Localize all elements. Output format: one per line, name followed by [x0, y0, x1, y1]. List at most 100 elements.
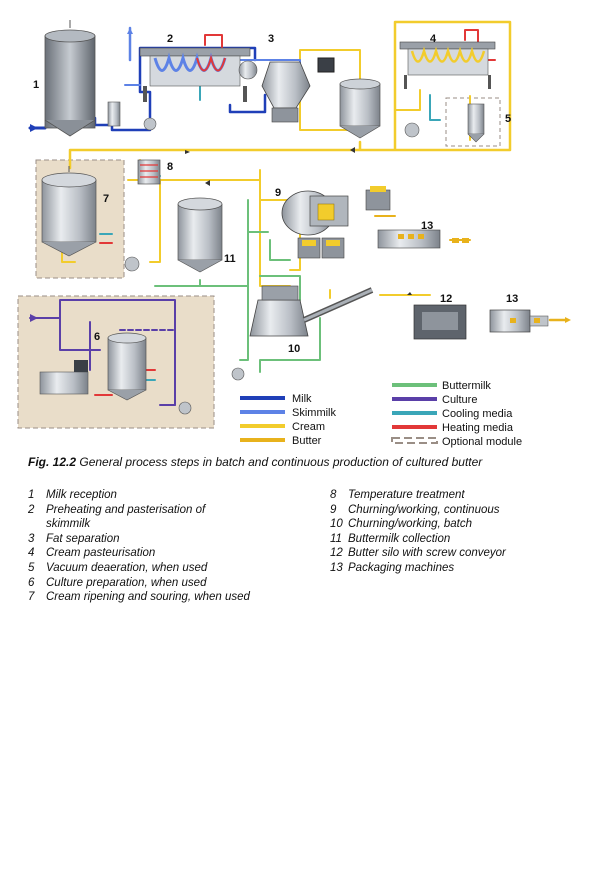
- legend-item-butter: Butter: [240, 435, 322, 447]
- step-number: 4: [28, 547, 35, 560]
- label-11: 11: [224, 253, 236, 265]
- step-number: 9: [330, 503, 337, 516]
- label-1: 1: [33, 79, 39, 91]
- legend-item-optional-module: Optional module: [391, 436, 522, 448]
- packaging-machine-lower: [489, 309, 549, 333]
- temperature-treatment-unit: [137, 159, 161, 185]
- step-text: Temperature treatment: [348, 489, 465, 501]
- legend-label-butter: Butter: [292, 435, 322, 447]
- milk-reception-tank: [44, 20, 96, 137]
- step-text: Buttermilk collection: [348, 532, 451, 545]
- list-item: 6 Culture preparation, when used: [28, 576, 288, 591]
- label-4: 4: [430, 33, 437, 45]
- packaging-machine-upper: [365, 186, 469, 249]
- cream-pasteuriser: [399, 41, 496, 89]
- process-steps-list-left: 1 Milk reception 2 Preheating and pasteris…: [28, 488, 288, 605]
- cream-ripening-tank: [41, 166, 97, 257]
- step-text: Milk reception: [46, 489, 117, 501]
- buttermilk-collection-tank: [177, 197, 223, 273]
- label-8: 8: [167, 161, 173, 173]
- step-number: 7: [28, 591, 35, 604]
- label-3: 3: [268, 33, 274, 45]
- legend-item-cooling-media: Cooling media: [392, 408, 513, 420]
- label-13: 13: [421, 220, 433, 232]
- step-text: Butter silo with screw conveyor: [348, 547, 506, 560]
- list-item: 1 Milk reception: [28, 488, 288, 503]
- legend-label-heating-media: Heating media: [442, 422, 514, 434]
- cream-buffer-tank: [339, 78, 381, 139]
- legend-item-skimmilk: Skimmilk: [240, 407, 336, 419]
- step-text: Culture preparation, when used: [46, 576, 207, 589]
- legend-label-skimmilk: Skimmilk: [292, 407, 336, 419]
- optional-module-area-5: [445, 97, 501, 147]
- step-text: Cream ripening and souring, when used: [46, 591, 250, 604]
- butter-silo: [413, 304, 467, 340]
- step-number: 2: [28, 503, 35, 516]
- legend-swatch-optional-module: [391, 437, 438, 444]
- legend-label-cream: Cream: [292, 421, 325, 433]
- label-12: 12: [440, 293, 452, 305]
- list-item: 11 Buttermilk collection: [330, 532, 580, 547]
- skimmilk-pasteuriser: [139, 47, 258, 102]
- label-7: 7: [103, 193, 109, 205]
- label-5: 5: [505, 113, 511, 125]
- list-item: 8 Temperature treatment: [330, 488, 580, 503]
- continuous-churn: [281, 190, 349, 259]
- label-2: 2: [167, 33, 173, 45]
- legend-label-culture: Culture: [442, 394, 477, 406]
- step-text: Fat separation: [46, 532, 120, 545]
- legend-item-culture: Culture: [392, 394, 477, 406]
- step-text: Preheating and pasterisation of skimmilk: [46, 503, 206, 531]
- separator: [261, 57, 335, 123]
- pump: [124, 256, 140, 272]
- legend-label-optional-module: Optional module: [442, 436, 522, 448]
- step-number: 5: [28, 561, 35, 574]
- label-6: 6: [94, 331, 100, 343]
- equipment-numbers: 1 2 3 4 5 6 7 8 9 10 11 12 13 13: [33, 33, 518, 355]
- list-item: 2 Preheating and pasterisation of skimmil…: [28, 503, 288, 532]
- legend: Milk Skimmilk Cream Butter Buttermilk Cu…: [240, 380, 522, 448]
- step-number: 11: [330, 532, 342, 545]
- legend-label-buttermilk: Buttermilk: [442, 380, 491, 392]
- step-number: 13: [330, 561, 343, 574]
- figure-caption-text: General process steps in batch and conti…: [79, 455, 483, 469]
- figure-caption-label: Fig. 12.2: [28, 455, 77, 469]
- vacuum-deaerator: [467, 103, 485, 143]
- step-number: 10: [330, 518, 343, 531]
- flow-arrows: [30, 28, 571, 323]
- pump: [107, 101, 157, 131]
- legend-item-milk: Milk: [240, 393, 312, 405]
- legend-label-cooling-media: Cooling media: [442, 408, 513, 420]
- step-text: Packaging machines: [348, 561, 455, 574]
- step-number: 3: [28, 532, 35, 545]
- step-text: Cream pasteurisation: [46, 547, 156, 560]
- legend-label-milk: Milk: [292, 393, 312, 405]
- list-item: 9 Churning/working, continuous: [330, 503, 580, 518]
- step-text: Vacuum deaeration, when used: [46, 561, 208, 574]
- step-number: 6: [28, 576, 35, 589]
- list-item: 13 Packaging machines: [330, 561, 580, 576]
- list-item: 7 Cream ripening and souring, when used: [28, 590, 288, 605]
- process-diagram: 1 2 3 4 5 6 7 8 9 10 11 12 13 13 Milk Sk…: [17, 20, 571, 448]
- legend-item-heating-media: Heating media: [392, 422, 514, 434]
- list-item: 10 Churning/working, batch: [330, 517, 580, 532]
- legend-item-buttermilk: Buttermilk: [392, 380, 491, 392]
- culture-preparation-tank: [39, 332, 192, 415]
- label-13b: 13: [506, 293, 518, 305]
- list-item: 3 Fat separation: [28, 532, 288, 547]
- list-item: 12 Butter silo with screw conveyor: [330, 546, 580, 561]
- step-text: Churning/working, continuous: [348, 503, 500, 516]
- label-10: 10: [288, 343, 300, 355]
- step-text: Churning/working, batch: [348, 518, 473, 531]
- legend-item-cream: Cream: [240, 421, 325, 433]
- list-item: 5 Vacuum deaeration, when used: [28, 561, 288, 576]
- step-number: 12: [330, 547, 343, 560]
- step-number: 8: [330, 489, 337, 501]
- batch-churn: [249, 285, 374, 337]
- pump: [231, 367, 245, 381]
- figure-caption: Fig. 12.2 General process steps in batch…: [28, 455, 588, 469]
- step-number: 1: [28, 489, 35, 501]
- label-9: 9: [275, 187, 281, 199]
- pump: [404, 122, 420, 138]
